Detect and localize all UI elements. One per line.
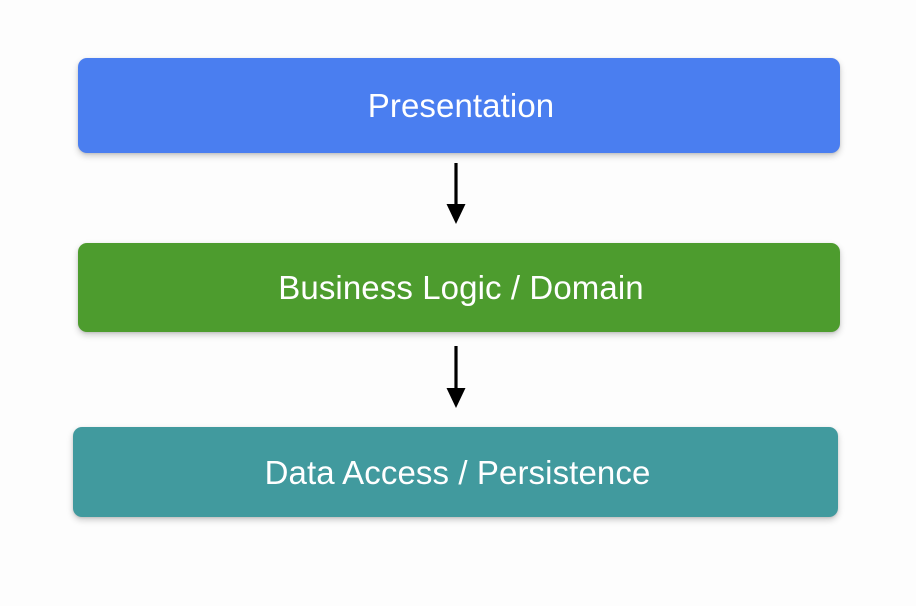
layer-box-presentation[interactable]: Presentation <box>78 58 840 153</box>
down-arrow-icon <box>446 346 466 408</box>
layer-box-business-logic[interactable]: Business Logic / Domain <box>78 243 840 332</box>
layer-label-data-access: Data Access / Persistence <box>264 453 651 491</box>
down-arrow-icon <box>446 163 466 224</box>
arrow-business-to-data <box>425 346 487 412</box>
layer-label-business-logic: Business Logic / Domain <box>278 269 644 306</box>
arrow-presentation-to-business <box>425 163 487 228</box>
layer-box-data-access[interactable]: Data Access / Persistence <box>73 427 838 517</box>
layer-label-presentation: Presentation <box>367 87 555 124</box>
